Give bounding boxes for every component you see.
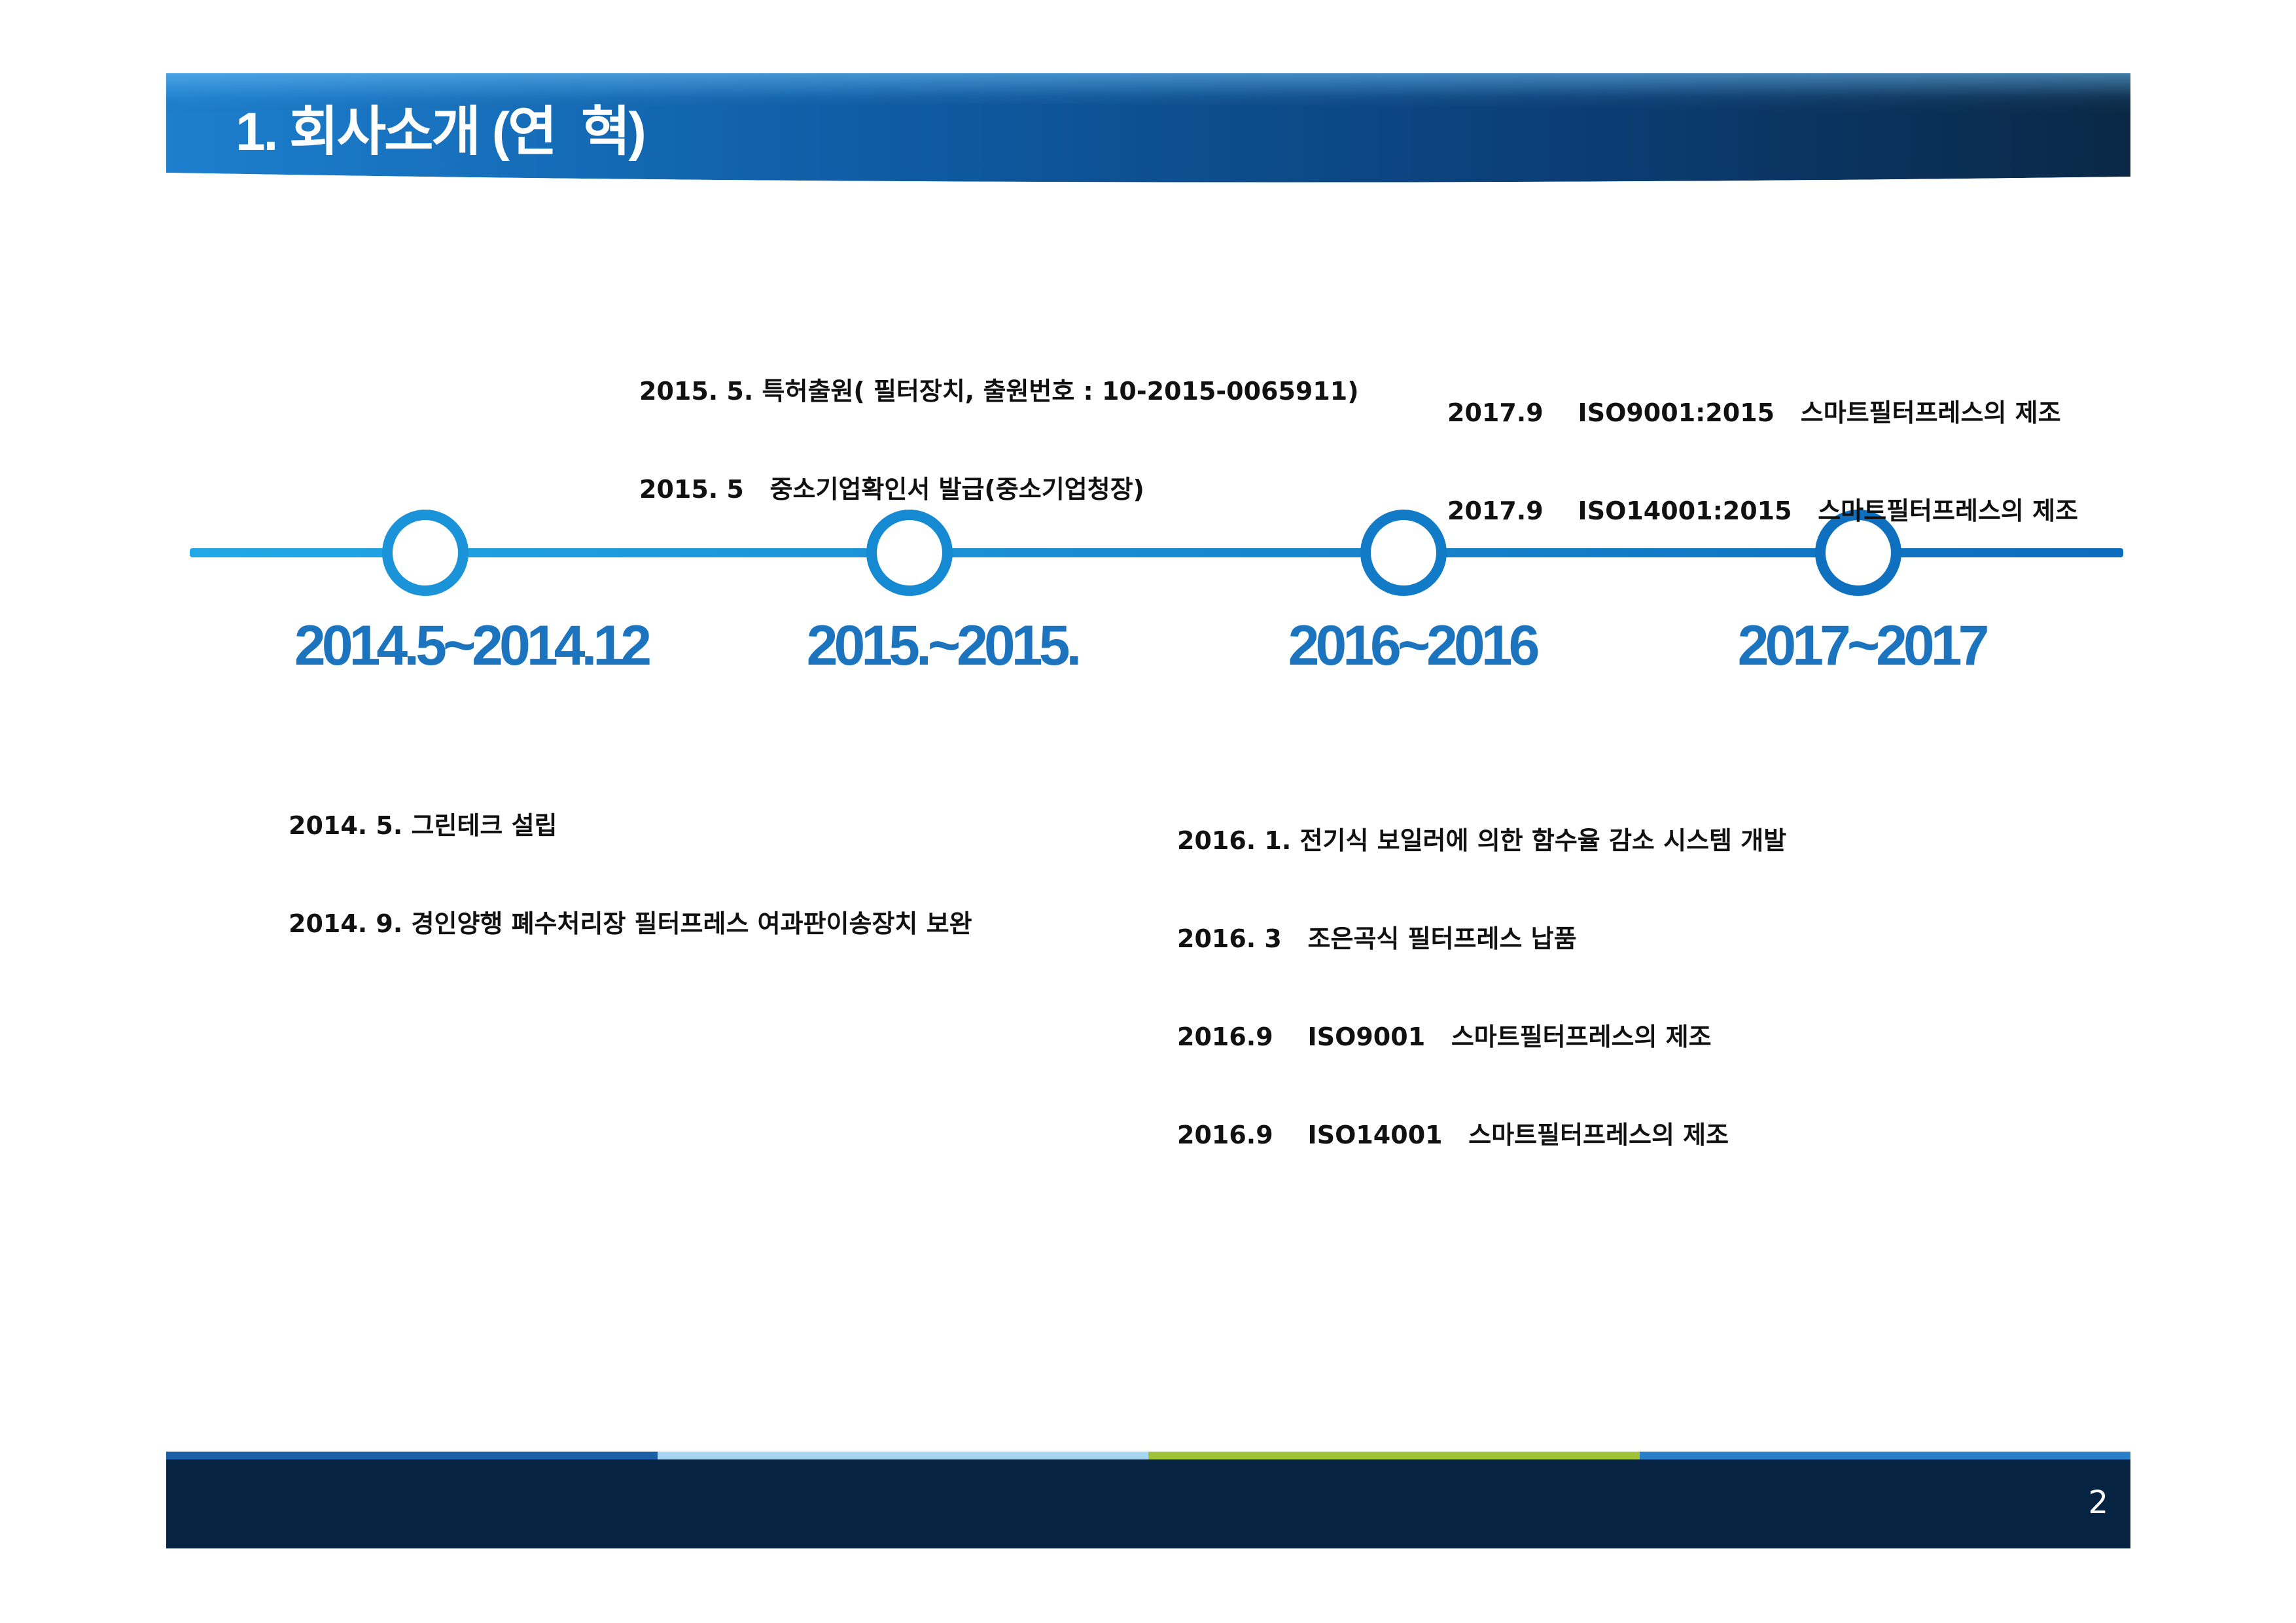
footer-stripe — [166, 1452, 658, 1459]
events-2017: 2017.9 ISO9001:2015 스마트필터프레스의 제조 2017.9 … — [1447, 331, 2078, 560]
event-item: 2016.9 ISO9001 스마트필터프레스의 제조 — [1177, 1022, 1712, 1051]
footer-stripes — [166, 1452, 2130, 1459]
page-number: 2 — [2088, 1484, 2108, 1521]
events-2015: 2015. 5. 특허출원( 필터장치, 출원번호 : 10-2015-0065… — [639, 309, 1359, 538]
event-item: 2014. 5. 그린테크 설립 — [289, 811, 557, 840]
event-item: 2015. 5. 특허출원( 필터장치, 출원번호 : 10-2015-0065… — [639, 377, 1359, 406]
period-label-2017: 2017~2017 — [1737, 614, 1990, 677]
event-item: 2017.9 ISO14001:2015 스마트필터프레스의 제조 — [1447, 497, 2079, 525]
page-title: 1. 회사소개 (연 혁) — [236, 102, 646, 162]
footer-stripe — [657, 1452, 1148, 1459]
footer-bar: 2 — [166, 1459, 2130, 1548]
event-item: 2016.9 ISO14001 스마트필터프레스의 제조 — [1177, 1121, 1729, 1149]
header-banner: 1. 회사소개 (연 혁) — [166, 73, 2130, 198]
event-item: 2015. 5 중소기업확인서 발급(중소기업청장) — [639, 475, 1144, 504]
footer-stripe — [1148, 1452, 1640, 1459]
event-item: 2014. 9. 경인양행 폐수처리장 필터프레스 여과판이송장치 보완 — [289, 909, 972, 938]
period-label-2016: 2016~2016 — [1288, 614, 1540, 677]
footer-stripe — [1639, 1452, 2130, 1459]
timeline-node-2016 — [1360, 510, 1447, 596]
period-label-2015: 2015.~2015. — [806, 614, 1082, 677]
timeline-node-2017 — [1815, 510, 1901, 596]
banner-graphic — [166, 73, 2130, 198]
event-item: 2016. 3 조은곡식 필터프레스 납품 — [1177, 924, 1577, 953]
timeline-node-2015 — [866, 510, 953, 596]
events-2014: 2014. 5. 그린테크 설립 2014. 9. 경인양행 폐수처리장 필터프… — [289, 744, 972, 973]
events-2016: 2016. 1. 전기식 보일러에 의한 함수율 감소 시스템 개발 2016.… — [1177, 759, 1786, 1184]
timeline-line — [190, 548, 2123, 557]
event-item: 2017.9 ISO9001:2015 스마트필터프레스의 제조 — [1447, 398, 2061, 427]
timeline-node-2014 — [382, 510, 468, 596]
period-label-2014: 2014.5~2014.12 — [294, 614, 652, 677]
event-item: 2016. 1. 전기식 보일러에 의한 함수율 감소 시스템 개발 — [1177, 826, 1787, 855]
